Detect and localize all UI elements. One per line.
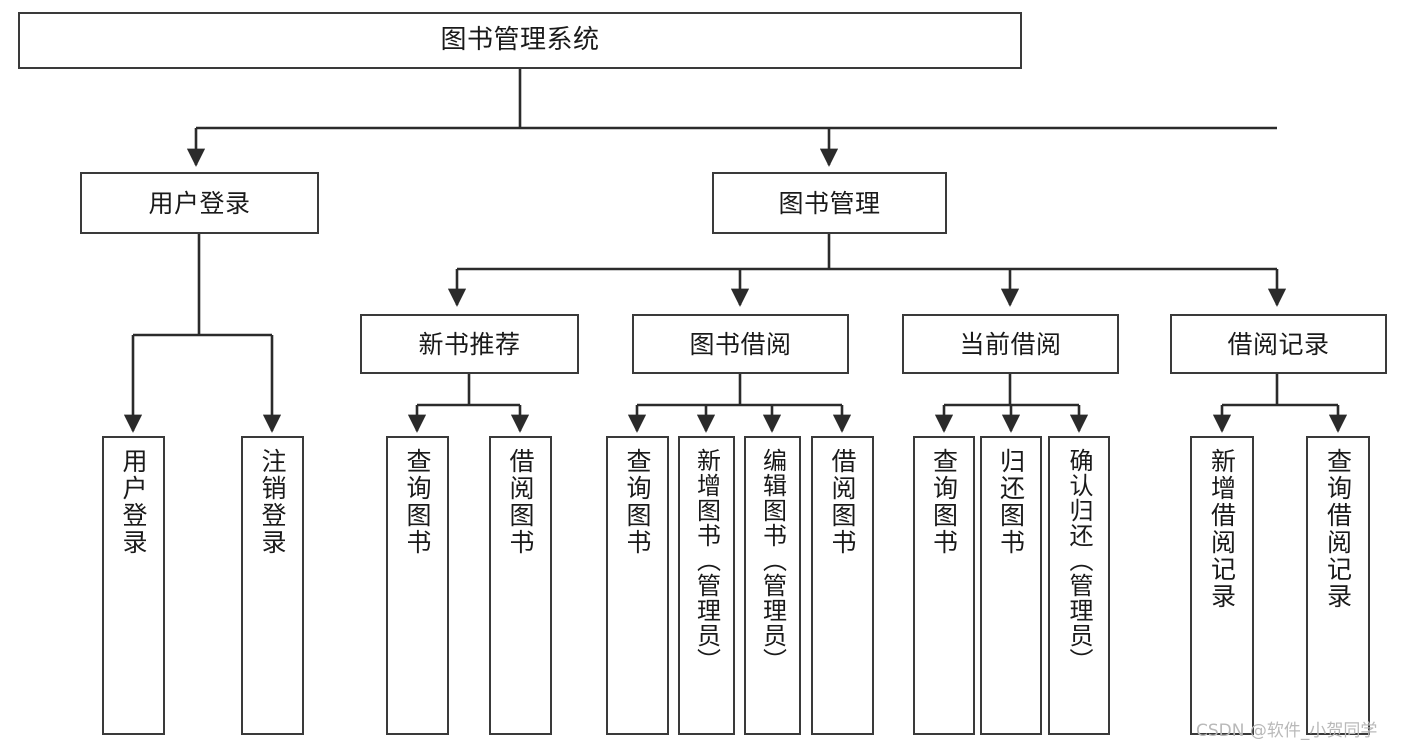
csdn-watermark: CSDN @软件_小贺同学 bbox=[1196, 721, 1378, 741]
node-book-manage[interactable]: 图书管理 bbox=[712, 172, 947, 234]
node-label: 用户登录 bbox=[148, 188, 251, 218]
node-label: 查询图书 bbox=[623, 448, 652, 556]
node-borrow-record[interactable]: 借阅记录 bbox=[1170, 314, 1387, 374]
leaf-confirm-return[interactable]: 确认归还（管理员） bbox=[1048, 436, 1110, 735]
node-label: 用户登录 bbox=[119, 448, 148, 556]
leaf-user-login[interactable]: 用户登录 bbox=[102, 436, 165, 735]
node-label: 查询借阅记录 bbox=[1323, 448, 1353, 610]
leaf-borrow-book-2[interactable]: 借阅图书 bbox=[811, 436, 874, 735]
node-book-borrow[interactable]: 图书借阅 bbox=[632, 314, 849, 374]
node-new-book-recommend[interactable]: 新书推荐 bbox=[360, 314, 579, 374]
node-label: 确认归还（管理员） bbox=[1065, 448, 1093, 673]
node-label: 借阅图书 bbox=[828, 448, 857, 556]
leaf-query-record[interactable]: 查询借阅记录 bbox=[1306, 436, 1370, 735]
node-label: 图书借阅 bbox=[689, 329, 792, 359]
node-label: 借阅记录 bbox=[1227, 329, 1330, 359]
node-label: 借阅图书 bbox=[506, 448, 535, 556]
leaf-query-book-1[interactable]: 查询图书 bbox=[386, 436, 449, 735]
leaf-add-book[interactable]: 新增图书（管理员） bbox=[678, 436, 735, 735]
node-label: 当前借阅 bbox=[959, 329, 1062, 359]
node-label: 查询图书 bbox=[929, 448, 959, 556]
node-label: 注销登录 bbox=[258, 448, 287, 556]
leaf-query-book-3[interactable]: 查询图书 bbox=[913, 436, 975, 735]
node-label: 新增图书（管理员） bbox=[692, 448, 721, 673]
node-label: 图书管理系统 bbox=[440, 25, 600, 56]
node-label: 归还图书 bbox=[996, 448, 1026, 556]
node-current-borrow[interactable]: 当前借阅 bbox=[902, 314, 1119, 374]
leaf-borrow-book-1[interactable]: 借阅图书 bbox=[489, 436, 552, 735]
node-root-system[interactable]: 图书管理系统 bbox=[18, 12, 1022, 69]
node-label: 查询图书 bbox=[403, 448, 432, 556]
leaf-return-book[interactable]: 归还图书 bbox=[980, 436, 1042, 735]
node-user-login[interactable]: 用户登录 bbox=[80, 172, 319, 234]
leaf-query-book-2[interactable]: 查询图书 bbox=[606, 436, 669, 735]
node-label: 新书推荐 bbox=[418, 329, 521, 359]
leaf-logout-login[interactable]: 注销登录 bbox=[241, 436, 304, 735]
leaf-edit-book[interactable]: 编辑图书（管理员） bbox=[744, 436, 801, 735]
node-label: 编辑图书（管理员） bbox=[758, 448, 787, 673]
node-label: 新增借阅记录 bbox=[1207, 448, 1237, 610]
node-label: 图书管理 bbox=[778, 188, 881, 218]
leaf-add-record[interactable]: 新增借阅记录 bbox=[1190, 436, 1254, 735]
